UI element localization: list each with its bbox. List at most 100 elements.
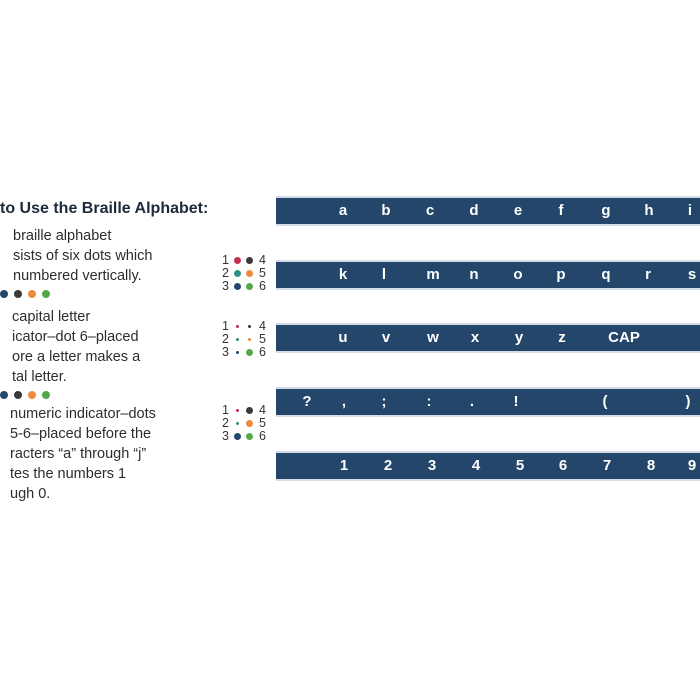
braille-dot [246, 420, 253, 427]
braille-dot [246, 270, 253, 277]
braille-dot [42, 391, 50, 399]
braille-char-label: 6 [558, 457, 568, 474]
punctuation-row: ? , ; : . ! ( ) [276, 387, 700, 417]
braille-char-label: CAP [608, 329, 640, 346]
braille-dot [236, 351, 239, 354]
alphabet-row-a-i: a b c d e f g h i [276, 196, 700, 226]
braille-char-label: v [381, 329, 391, 346]
dot-number: 3 [222, 429, 229, 443]
paragraph-line: 5-6–placed before the [10, 426, 152, 442]
paragraph-line: ore a letter makes a [12, 349, 141, 365]
braille-char-label: 7 [602, 457, 612, 474]
braille-dot [42, 290, 50, 298]
dot-number: 2 [222, 416, 229, 430]
paragraph-line: numbered vertically. [13, 268, 142, 284]
dot-number: 1 [222, 253, 229, 267]
braille-char-label: , [341, 393, 347, 410]
braille-char-label: u [338, 329, 348, 346]
braille-dot [236, 422, 239, 425]
dot-number: 1 [222, 403, 229, 417]
paragraph-line: numeric indicator–dots [10, 406, 156, 422]
paragraph-line: icator–dot 6–placed [12, 329, 139, 345]
dot-number: 4 [259, 319, 266, 333]
dot-number: 6 [259, 429, 266, 443]
braille-char-label: 8 [646, 457, 656, 474]
paragraph-line: capital letter [12, 309, 91, 325]
braille-char-label: ) [685, 393, 691, 410]
braille-char-label: b [381, 202, 391, 219]
braille-dot [234, 283, 241, 290]
braille-char-label: : [426, 393, 432, 410]
braille-dot [236, 409, 239, 412]
paragraph-numeric-indicator: numeric indicator–dots 5-6–placed before… [0, 404, 156, 504]
numeric-indicator-diagram: 1 4 2 5 3 6 [218, 404, 270, 446]
dot-number: 4 [259, 253, 266, 267]
paragraph-line: ugh 0. [10, 486, 51, 502]
dot-number: 2 [222, 266, 229, 280]
dot-number: 5 [259, 332, 266, 346]
braille-char-label: 5 [515, 457, 525, 474]
paragraph-capital-indicator: capital letter icator–dot 6–placed ore a… [0, 307, 140, 387]
braille-char-label: m [426, 266, 440, 283]
braille-char-label: d [469, 202, 479, 219]
braille-char-label: 9 [687, 457, 697, 474]
braille-char-label: ? [302, 393, 312, 410]
paragraph-line: tal letter. [12, 369, 67, 385]
braille-dot [28, 290, 36, 298]
braille-dot [0, 290, 8, 298]
paragraph-line: tes the numbers 1 [10, 466, 127, 482]
braille-dot [246, 257, 253, 264]
braille-char-label: z [558, 329, 566, 346]
braille-char-label: 4 [471, 457, 481, 474]
number-row: 1 2 3 4 5 6 7 8 9 [276, 451, 700, 481]
braille-char-label: q [601, 266, 611, 283]
braille-char-label: i [687, 202, 693, 219]
braille-char-label: f [558, 202, 564, 219]
paragraph-line: racters “a” through “j” [10, 446, 147, 462]
braille-char-label: p [556, 266, 566, 283]
braille-char-label: ( [602, 393, 608, 410]
paragraph-line: braille alphabet [13, 228, 112, 244]
instructions-heading: to Use the Braille Alphabet: [0, 200, 209, 217]
dot-numbering-diagram: 1 4 2 5 3 6 [218, 254, 270, 296]
braille-dot [248, 325, 251, 328]
dot-number: 5 [259, 266, 266, 280]
braille-char-label: s [687, 266, 697, 283]
braille-char-label: g [601, 202, 611, 219]
braille-char-label: . [469, 393, 475, 410]
braille-char-label: o [513, 266, 523, 283]
capital-indicator-diagram: 1 4 2 5 3 6 [218, 320, 270, 362]
braille-char-label: c [425, 202, 435, 219]
braille-dot [248, 338, 251, 341]
braille-dot [246, 407, 253, 414]
braille-dot [236, 325, 239, 328]
braille-dot [0, 391, 8, 399]
braille-dot [234, 257, 241, 264]
dot-number: 5 [259, 416, 266, 430]
braille-char-label: a [338, 202, 348, 219]
dot-number: 6 [259, 279, 266, 293]
braille-char-label: l [381, 266, 387, 283]
braille-dot [234, 433, 241, 440]
dot-number: 1 [222, 319, 229, 333]
braille-char-label: e [513, 202, 523, 219]
braille-char-label: x [470, 329, 480, 346]
paragraph-six-dots: braille alphabet sists of six dots which… [0, 226, 152, 286]
braille-char-label: n [469, 266, 479, 283]
braille-char-label: h [644, 202, 654, 219]
paragraph-line: sists of six dots which [13, 248, 153, 264]
alphabet-row-k-s: k l m n o p q r s [276, 260, 700, 290]
dot-number: 3 [222, 279, 229, 293]
dot-number: 6 [259, 345, 266, 359]
braille-char-label: ! [513, 393, 519, 410]
braille-char-label: w [427, 329, 439, 346]
dot-number: 3 [222, 345, 229, 359]
braille-char-label: 1 [339, 457, 349, 474]
braille-char-label: r [645, 266, 651, 283]
braille-dot [246, 433, 253, 440]
braille-dot [234, 270, 241, 277]
braille-char-label: ; [381, 393, 387, 410]
braille-dot [236, 338, 239, 341]
dot-number: 2 [222, 332, 229, 346]
dot-number: 4 [259, 403, 266, 417]
